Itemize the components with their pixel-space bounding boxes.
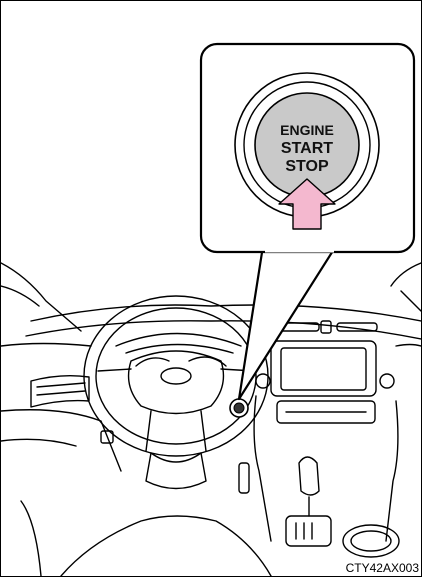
steering-wheel-inner <box>96 308 256 444</box>
gear-knob <box>299 457 319 495</box>
right-a-pillar <box>391 263 421 286</box>
left-a-pillar <box>1 263 81 331</box>
button-label-stop: STOP <box>285 158 329 175</box>
figure-code: CTY42AX003 <box>342 561 421 576</box>
center-display-bezel <box>271 341 376 396</box>
knob-right <box>380 374 394 388</box>
steering-wheel-outer <box>84 296 268 456</box>
center-display <box>281 348 366 390</box>
right-dash <box>396 345 421 347</box>
accelerator-pedal <box>239 463 249 493</box>
dashboard-top <box>31 305 421 321</box>
left-gauge <box>136 358 169 366</box>
steering-logo <box>161 368 191 384</box>
left-dash <box>1 344 91 347</box>
center-stack-right <box>386 401 398 541</box>
steering-column <box>146 453 206 489</box>
button-label-start: START <box>281 140 333 157</box>
gear-gate <box>286 516 331 546</box>
floor-line <box>61 516 271 576</box>
center-stack-left <box>254 396 271 541</box>
left-a-pillar-inner <box>1 286 39 306</box>
button-label-engine: ENGINE <box>280 122 334 138</box>
left-knee-panel <box>1 410 121 471</box>
hazard-button <box>321 321 331 333</box>
dash-start-button <box>230 399 248 417</box>
steering-hub <box>129 351 224 414</box>
